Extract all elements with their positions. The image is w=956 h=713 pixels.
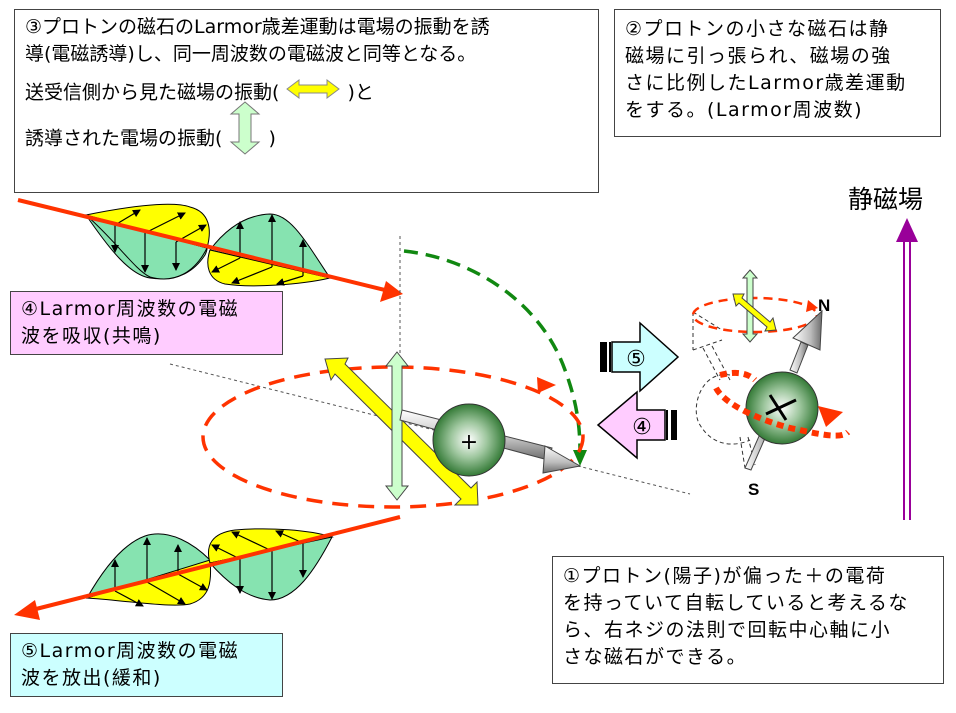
absorb-arrow-label: ④ <box>632 415 652 440</box>
wave-axis-arrow <box>17 198 386 292</box>
north-pole-label: N <box>818 296 831 315</box>
legend-electric: 誘導された電場の振動( ) <box>25 101 588 155</box>
yellow-double-arrow-icon <box>285 78 341 108</box>
wave-electric-lobe <box>85 214 208 280</box>
wave-axis-arrow <box>31 515 401 612</box>
magnet-rod-tip <box>542 445 582 474</box>
horizontal-plane-line <box>169 363 691 495</box>
precession-ellipse <box>201 365 585 509</box>
step1-line: ら、右ネジの法則で回転中心軸に小 <box>563 619 892 641</box>
small-magnetic-arrow <box>732 293 777 332</box>
legend-magnetic-suffix: )と <box>347 81 374 104</box>
electric-oscillation-arrow <box>384 351 410 501</box>
wave-axis-arrowhead <box>380 281 403 302</box>
precessing-magnet <box>691 269 851 471</box>
step4-absorb-box: ④Larmor周波数の電磁 波を吸収(共鳴) <box>10 291 283 355</box>
spin-loop <box>713 369 851 439</box>
legend-electric-suffix: ) <box>268 127 276 150</box>
step1-explanation-box: ①プロトン(陽子)が偏った＋の電荷 を持っていて自転していると考えるな ら、右ネ… <box>552 556 944 684</box>
step2-line: 磁場に引っ張られ、磁場の強 <box>625 45 892 67</box>
incoming-wave <box>17 198 403 302</box>
proton-sphere <box>432 403 506 477</box>
step1-line: ①プロトン(陽子)が偏った＋の電荷 <box>563 565 887 587</box>
step3-line: 導(電磁誘導)し、同一周波数の電磁波と同等となる。 <box>25 43 477 65</box>
south-pole-label: S <box>748 480 760 499</box>
step1-line: さな磁石ができる。 <box>563 646 748 668</box>
static-field-arrow <box>896 218 918 520</box>
proton-charge-label: + <box>460 430 478 455</box>
green-double-arrow-icon <box>228 101 262 163</box>
legend-magnetic: 送受信側から見た磁場の振動( )と <box>25 78 588 105</box>
legend-electric-prefix: 誘導された電場の振動( <box>25 127 223 150</box>
step4-line: ④Larmor周波数の電磁 <box>21 298 240 320</box>
step3-line: ③プロトンの磁石のLarmor歳差運動は電場の振動を誘 <box>25 16 490 38</box>
outgoing-wave <box>14 515 401 620</box>
absorb-arrow: ④ <box>596 390 677 460</box>
emit-arrow: ⑤ <box>600 321 680 393</box>
step1-line: を持っていて自転していると考えるな <box>563 592 909 614</box>
step2-line: をする。(Larmor周波数) <box>625 99 863 121</box>
precession-center: + <box>169 236 691 509</box>
step2-line: ②プロトンの小さな磁石は静 <box>625 18 890 40</box>
static-field-label: 静磁場 <box>848 185 924 214</box>
tilt-arc-arrowhead <box>573 450 587 466</box>
step4-line: 波を吸収(共鳴) <box>21 325 162 347</box>
wave-axis-arrowhead <box>14 600 40 620</box>
legend-magnetic-prefix: 送受信側から見た磁場の振動( <box>25 81 280 104</box>
precession-arrowhead <box>537 377 556 393</box>
step5-emit-box: ⑤Larmor周波数の電磁 波を放出(緩和) <box>10 633 283 697</box>
step5-line: ⑤Larmor周波数の電磁 <box>21 640 240 662</box>
step2-line: さに比例したLarmor歳差運動 <box>625 72 907 94</box>
spin-loop-arrowhead <box>818 406 843 427</box>
step5-line: 波を放出(緩和) <box>21 667 162 689</box>
step3-explanation-box: ③プロトンの磁石のLarmor歳差運動は電場の振動を誘 導(電磁誘導)し、同一周… <box>14 9 599 193</box>
emit-arrow-label: ⑤ <box>626 347 646 372</box>
step2-explanation-box: ②プロトンの小さな磁石は静 磁場に引っ張られ、磁場の強 さに比例したLarmor… <box>614 9 941 137</box>
